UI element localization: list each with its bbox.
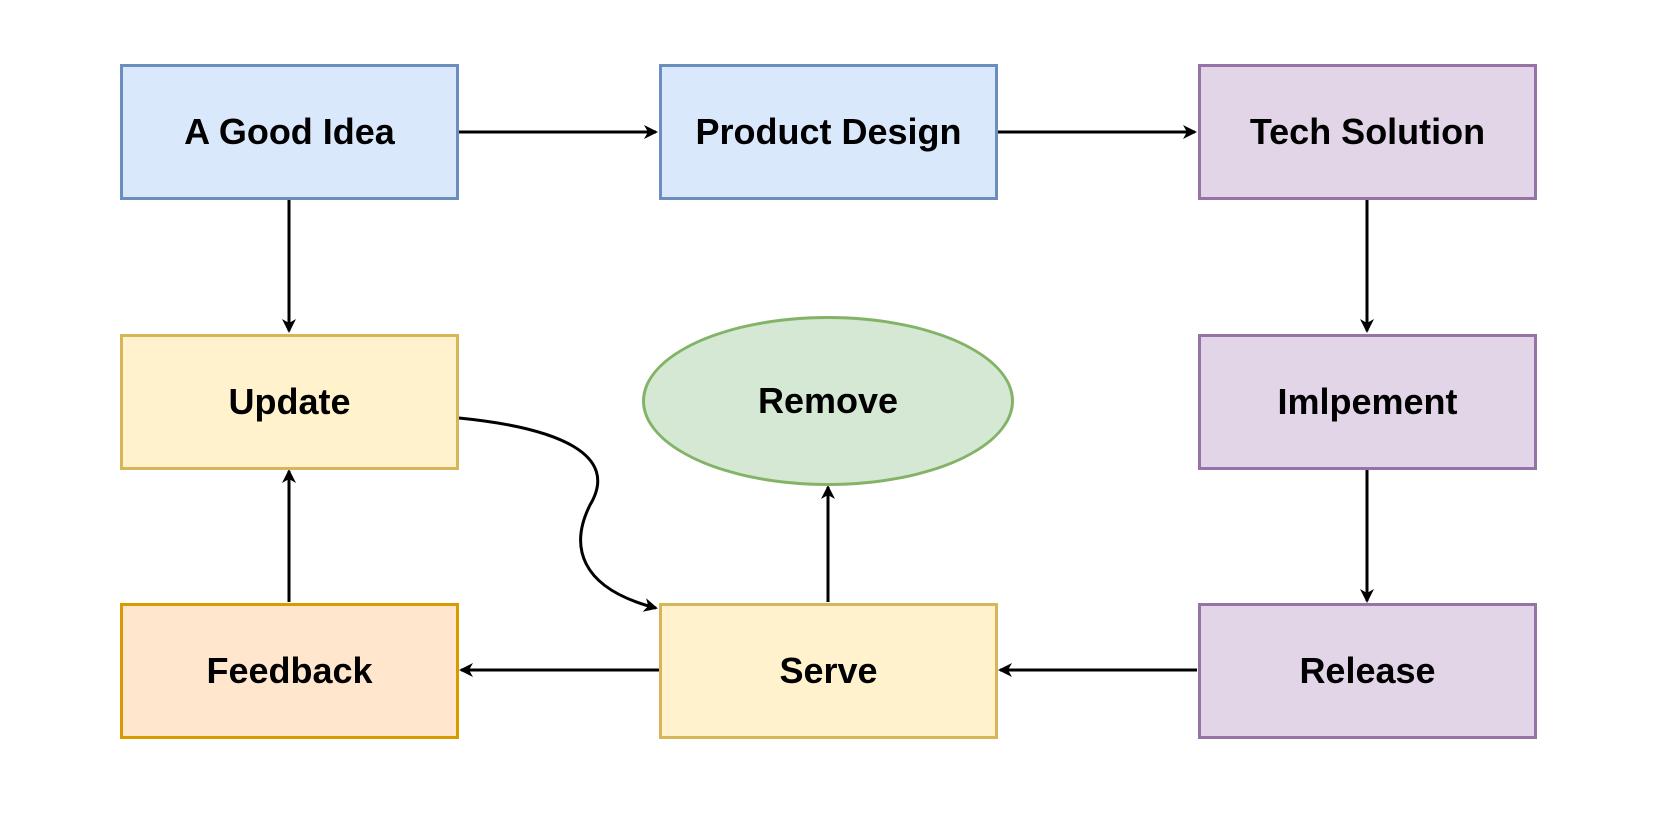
- node-a-good-idea-label: A Good Idea: [184, 111, 395, 152]
- node-implement[interactable]: Imlpement: [1198, 334, 1537, 470]
- node-update[interactable]: Update: [120, 334, 459, 470]
- node-serve[interactable]: Serve: [659, 603, 998, 739]
- node-release[interactable]: Release: [1198, 603, 1537, 739]
- node-remove-label: Remove: [757, 380, 899, 421]
- edge-update-to-serve: [458, 416, 658, 612]
- node-implement-label: Imlpement: [1277, 381, 1458, 422]
- node-a-good-idea[interactable]: A Good Idea: [120, 64, 459, 200]
- node-product-design-label: Product Design: [695, 111, 962, 152]
- node-product-design[interactable]: Product Design: [659, 64, 998, 200]
- node-release-label: Release: [1299, 650, 1436, 691]
- node-tech-solution[interactable]: Tech Solution: [1198, 64, 1537, 200]
- node-feedback-label: Feedback: [206, 650, 373, 691]
- node-feedback[interactable]: Feedback: [120, 603, 459, 739]
- node-tech-solution-label: Tech Solution: [1249, 111, 1486, 152]
- node-serve-label: Serve: [779, 650, 878, 691]
- node-update-label: Update: [228, 381, 351, 422]
- node-remove[interactable]: Remove: [642, 316, 1014, 486]
